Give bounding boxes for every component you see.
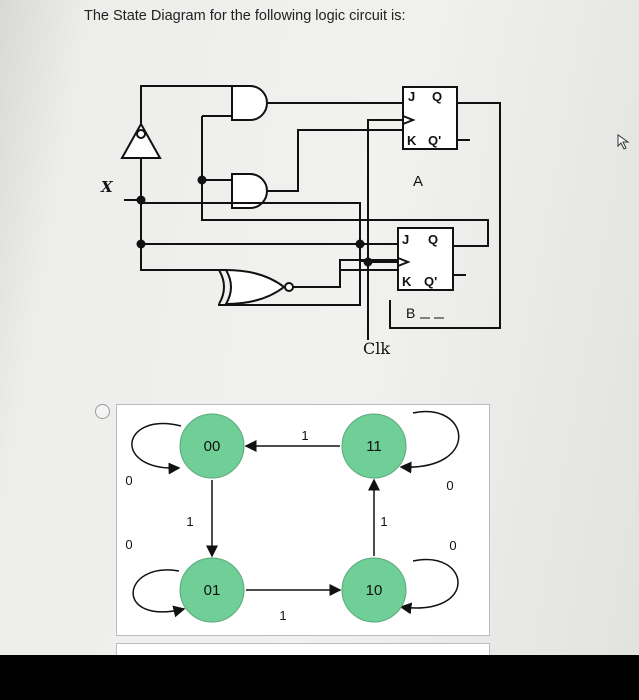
state-label-00: 00	[204, 438, 221, 455]
state-label-01: 01	[204, 582, 221, 599]
xor-gate	[224, 268, 286, 306]
transition-label: 0	[446, 478, 453, 493]
junction-dot	[136, 239, 146, 249]
input-x-label: X	[100, 178, 114, 196]
junction-dot	[363, 257, 373, 267]
transition-label: 1	[186, 514, 193, 529]
junction-dot	[197, 175, 207, 185]
ff-a-k-label: K	[407, 133, 417, 148]
xor-bubble	[284, 282, 294, 292]
ff-a-q-label: Q	[432, 89, 442, 104]
junction-dot	[355, 239, 365, 249]
state-node-00	[179, 413, 245, 479]
transition-label: 1	[380, 514, 387, 529]
self-loop-00	[131, 423, 182, 475]
question-text: The State Diagram for the following logi…	[84, 8, 406, 24]
ff-a-j-label: J	[408, 89, 415, 104]
option-radio[interactable]	[95, 404, 110, 419]
ff-b-j-label: J	[402, 232, 409, 247]
transition-label: 1	[301, 428, 308, 443]
transition-label: 0	[449, 538, 456, 553]
self-loop-10	[399, 558, 459, 615]
mouse-cursor-icon	[617, 134, 630, 150]
ff-a-name: A	[413, 173, 423, 190]
ff-b-q-label: Q	[428, 232, 438, 247]
bottom-black-bar	[0, 655, 639, 700]
junction-dot	[136, 195, 146, 205]
self-loop-11	[399, 410, 460, 474]
ff-a-qn-label: Q'	[428, 133, 441, 148]
self-loop-01	[132, 569, 186, 618]
state-node-11	[341, 413, 407, 479]
and-gate-middle	[231, 173, 268, 209]
transition-label: 1	[279, 608, 286, 623]
transition-label: 0	[125, 537, 132, 552]
ff-b-qn-label: Q'	[424, 274, 437, 289]
transition-label: 0	[125, 473, 132, 488]
ff-b-k-label: K	[402, 274, 412, 289]
ff-b-name: B	[406, 305, 415, 321]
screen: The State Diagram for the following logi…	[0, 0, 639, 665]
and-gate-top	[231, 85, 268, 121]
state-label-11: 11	[366, 438, 382, 455]
state-node-10	[341, 557, 407, 623]
state-label-10: 10	[366, 582, 383, 599]
clock-label: Clk	[363, 339, 390, 358]
state-node-01	[179, 557, 245, 623]
logic-circuit: J Q K Q' J Q K Q' A B X Clk	[100, 85, 501, 358]
flip-flop-a	[402, 86, 458, 150]
